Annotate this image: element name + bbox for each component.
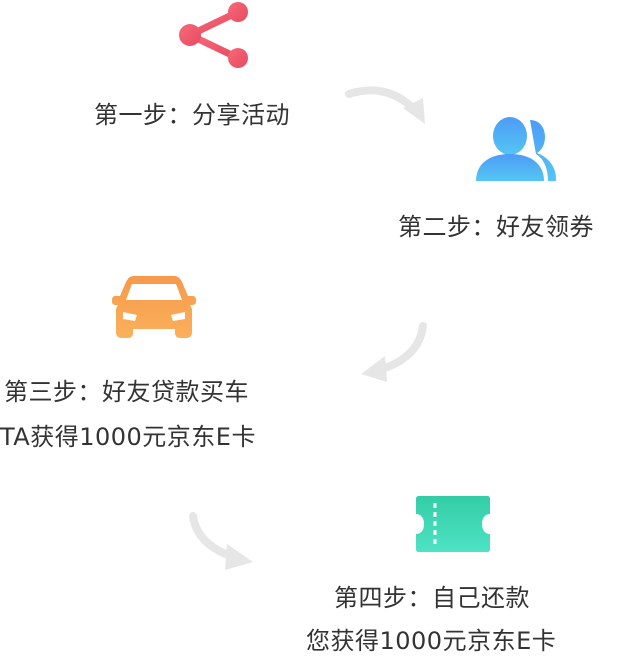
- share-icon: [179, 2, 248, 68]
- step-2-label: 第二步：好友领券: [398, 213, 594, 241]
- step-1-label: 第一步：分享活动: [94, 101, 290, 129]
- step-4-label: 第四步：自己还款: [334, 584, 530, 612]
- car-icon: [112, 276, 196, 338]
- arrow-icon: [345, 86, 425, 124]
- ticket-icon: [416, 496, 490, 552]
- step-3-sublabel: TA获得1000元京东E卡: [0, 423, 256, 451]
- users-icon: [476, 117, 556, 181]
- step-4-sublabel: 您获得1000元京东E卡: [306, 627, 557, 655]
- step-3-label: 第三步：好友贷款买车: [4, 378, 249, 406]
- arrow-icon: [361, 322, 427, 382]
- arrow-icon: [189, 512, 253, 570]
